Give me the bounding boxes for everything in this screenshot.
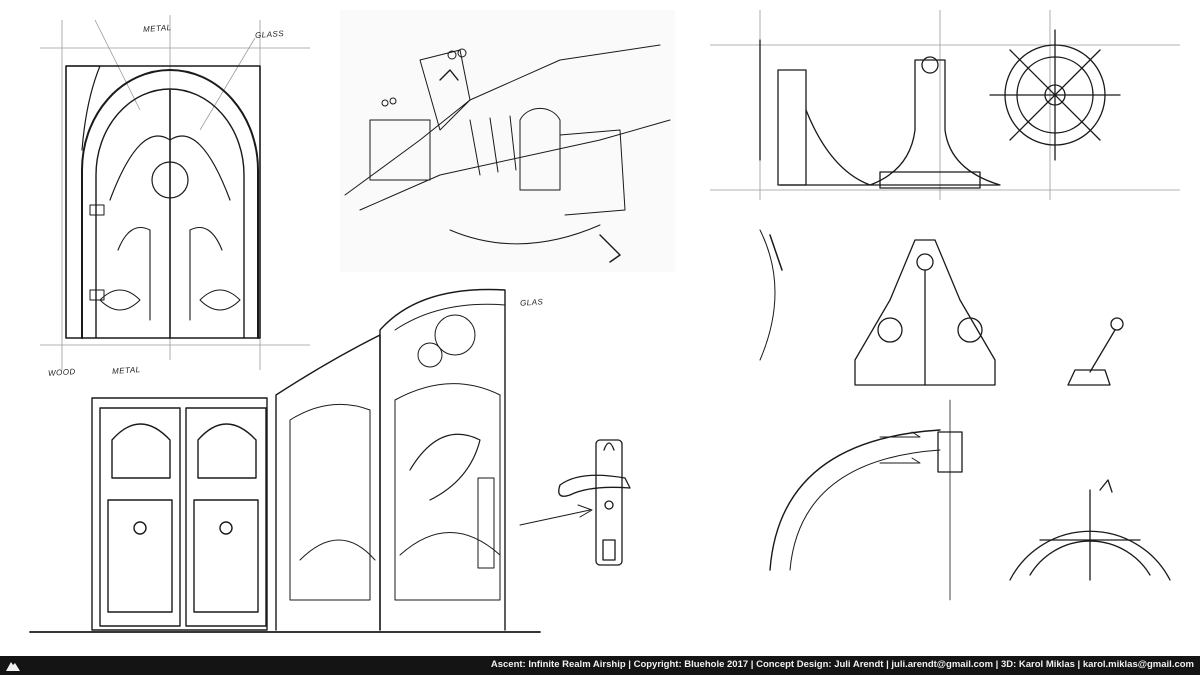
wheel-bracket-sketch xyxy=(710,10,1180,601)
arched-door-frame xyxy=(65,65,261,339)
mountain-logo-icon xyxy=(6,662,20,671)
deck-perspective-sketch xyxy=(344,44,671,263)
arched-door-sketch xyxy=(40,15,310,370)
gate-and-doors-sketch xyxy=(29,288,631,633)
concept-sheet: METAL GLASS WOOD METAL GLAS xyxy=(29,10,1180,633)
credits-footer: Ascent: Infinite Realm Airship | Copyrig… xyxy=(0,656,1200,675)
credits-text: Ascent: Infinite Realm Airship | Copyrig… xyxy=(490,659,1194,670)
door-handle-sketch xyxy=(558,439,631,566)
